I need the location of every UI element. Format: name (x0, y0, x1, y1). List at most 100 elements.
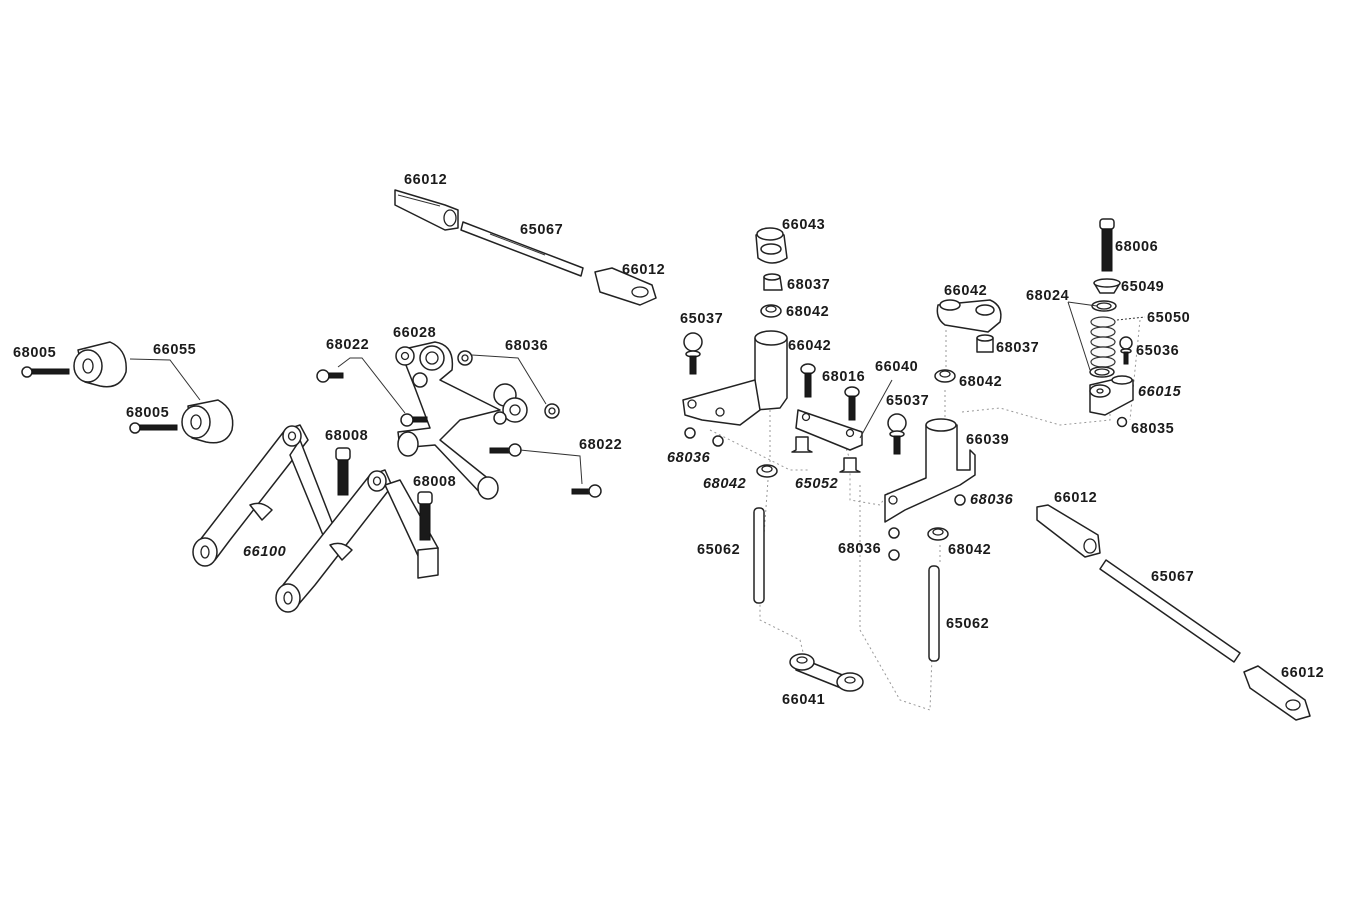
rod-end-66012-lower-lower (1243, 665, 1311, 721)
arm-66042-right (936, 299, 1002, 333)
rod-end-66012-left (394, 189, 459, 231)
nut-68036-b (544, 403, 560, 419)
label-68006: 68006 (1115, 239, 1158, 255)
label-65037-center: 65037 (886, 393, 929, 409)
bearing-68042-upper-left (760, 304, 782, 318)
label-66012-right-upper: 66012 (1054, 490, 1097, 506)
spring-65050 (1090, 316, 1116, 368)
screw-68005-upper (21, 366, 70, 378)
label-66042-left: 66042 (788, 338, 831, 354)
wishbone-66100-left (192, 424, 336, 567)
tie-rod-upper (394, 189, 657, 306)
label-66043: 66043 (782, 217, 825, 233)
screw-68008-left (335, 447, 351, 496)
threaded-rod-65067-lower (1099, 559, 1241, 663)
label-65036: 65036 (1136, 343, 1179, 359)
leader-68036 (471, 354, 547, 405)
steering-post-66042-left (682, 330, 788, 426)
washer-68024-lower (1089, 366, 1115, 378)
steering-post-66039 (884, 418, 976, 523)
label-65037-left: 65037 (680, 311, 723, 327)
assembly-guide-lines (709, 319, 1141, 711)
label-66012-top-left: 66012 (404, 172, 447, 188)
ballstud-65037-left (683, 332, 703, 375)
bearing-68042-lower-left (756, 464, 778, 478)
label-68037-left: 68037 (787, 277, 830, 293)
label-68036-right-lower: 68036 (838, 541, 881, 557)
label-68022-lower: 68022 (579, 437, 622, 453)
nut-68037-left (763, 273, 783, 291)
label-65062-right: 65062 (946, 616, 989, 632)
leader-66055 (129, 358, 201, 401)
bellcrank-66028 (395, 341, 528, 500)
drag-link-plate-66040 (795, 409, 863, 451)
bearing-68042-right-upper (934, 369, 956, 383)
label-68036-top: 68036 (505, 338, 548, 354)
label-66040: 66040 (875, 359, 918, 375)
nuts-68036-left (684, 427, 724, 447)
label-66015: 66015 (1138, 384, 1182, 400)
bearing-68042-right-lower (927, 527, 949, 541)
bushing-65052-a (791, 436, 813, 453)
screw-68022-lower-b (571, 484, 602, 498)
nut-68036-a (457, 350, 473, 366)
nut-68037-right (976, 334, 994, 353)
label-66100: 66100 (243, 544, 286, 560)
screw-68016-b (844, 386, 860, 421)
label-68042-upper-left: 68042 (786, 304, 829, 320)
label-65052: 65052 (795, 476, 838, 492)
part-labels: 66012 65067 66012 68005 66055 68005 6802… (13, 172, 1324, 708)
label-65050: 65050 (1147, 310, 1190, 326)
nut-68036-right (954, 494, 966, 506)
nuts-68036-right-lower (888, 527, 900, 561)
label-68008-left: 68008 (325, 428, 368, 444)
leader-66040 (859, 379, 893, 439)
pin-65062-left (753, 507, 765, 604)
label-66042-right: 66042 (944, 283, 987, 299)
threaded-rod-65067 (460, 221, 584, 277)
label-66012-right-lower: 66012 (1281, 665, 1324, 681)
label-66039: 66039 (966, 432, 1009, 448)
rod-end-66012-right (594, 267, 657, 306)
label-65067-top: 65067 (520, 222, 563, 238)
label-68036-right: 68036 (970, 492, 1014, 508)
screw-68006 (1099, 218, 1115, 272)
screw-68005-lower (129, 422, 178, 434)
bearing-cap-66043 (755, 227, 788, 264)
tie-rod-lower (1036, 504, 1311, 721)
wishbone-66100-right (275, 469, 439, 613)
washer-68024-upper (1091, 300, 1117, 312)
leader-65050 (1116, 316, 1146, 321)
screw-68008-right (417, 491, 433, 541)
ballstud-65036 (1119, 336, 1133, 365)
label-68042-right-upper: 68042 (959, 374, 1002, 390)
label-66041: 66041 (782, 692, 825, 708)
label-68042-lower-left: 68042 (703, 476, 746, 492)
label-68024: 68024 (1026, 288, 1069, 304)
link-66041 (789, 653, 864, 692)
label-66012-top-right: 66012 (622, 262, 665, 278)
pin-65062-right (928, 565, 940, 662)
saver-arm-66015 (1089, 375, 1134, 416)
screw-68016-a (800, 363, 816, 398)
label-65049: 65049 (1121, 279, 1164, 295)
bushing-65052-b (839, 457, 861, 473)
label-68005-lower: 68005 (126, 405, 169, 421)
label-66055: 66055 (153, 342, 196, 358)
bushing-66055-upper (73, 341, 127, 388)
label-68042-right-lower: 68042 (948, 542, 991, 558)
bushing-66055-lower (181, 399, 234, 444)
label-68035: 68035 (1131, 421, 1174, 437)
label-68022-upper: 68022 (326, 337, 369, 353)
leader-68024 (1067, 301, 1098, 371)
label-68016: 68016 (822, 369, 865, 385)
screw-68022-lower-a (489, 443, 522, 457)
label-65062-left: 65062 (697, 542, 740, 558)
label-66028: 66028 (393, 325, 436, 341)
screw-68022-middle (400, 413, 428, 427)
ballstud-65037-center (887, 413, 907, 455)
rod-end-66012-lower-upper (1036, 504, 1101, 558)
label-65067-right: 65067 (1151, 569, 1194, 585)
label-68037-right: 68037 (996, 340, 1039, 356)
